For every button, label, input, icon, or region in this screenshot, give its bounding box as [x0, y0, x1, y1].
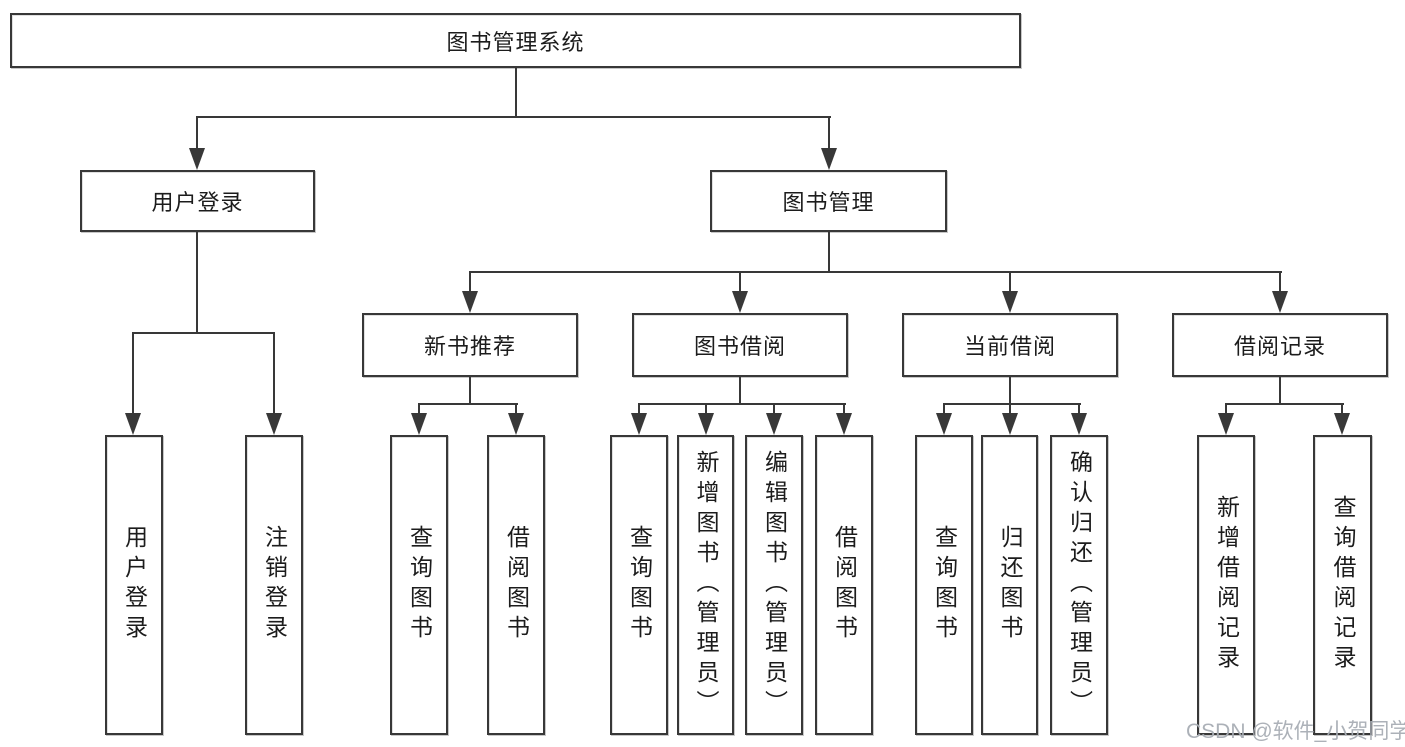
node-label: 借阅记录 — [1233, 334, 1326, 359]
node-label: 新增借阅记录 — [1213, 495, 1240, 675]
node-label: 查询借阅记录 — [1330, 495, 1356, 675]
leaf-edit-book-admin: 编辑图书（管理员） — [745, 435, 803, 735]
connector-line — [418, 403, 518, 405]
arrowhead-down-icon — [1071, 413, 1087, 435]
node-borrowing-records: 借阅记录 — [1172, 313, 1388, 377]
leaf-add-book-admin: 新增图书（管理员） — [677, 435, 734, 735]
node-label: 借阅图书 — [831, 525, 858, 645]
connector-line — [1279, 271, 1281, 293]
arrowhead-down-icon — [766, 413, 782, 435]
leaf-add-borrow-record: 新增借阅记录 — [1197, 435, 1255, 735]
node-label: 用户登录 — [121, 525, 148, 645]
connector-line — [843, 403, 845, 414]
arrowhead-down-icon — [936, 413, 952, 435]
leaf-query-books-current: 查询图书 — [915, 435, 973, 735]
connector-line — [828, 232, 830, 273]
node-label: 新书推荐 — [423, 334, 516, 359]
connector-line — [943, 403, 945, 414]
leaf-query-borrow-record: 查询借阅记录 — [1313, 435, 1372, 735]
connector-line — [132, 332, 134, 414]
connector-line — [132, 332, 275, 334]
leaf-return-books: 归还图书 — [981, 435, 1038, 735]
node-label: 用户登录 — [151, 190, 244, 215]
connector-line — [196, 116, 831, 118]
connector-line — [828, 116, 830, 150]
connector-line — [515, 403, 517, 414]
leaf-query-books-recommendation: 查询图书 — [390, 435, 448, 735]
node-label: 新增图书（管理员） — [693, 450, 719, 720]
connector-line — [1009, 271, 1011, 293]
leaf-borrow-books-recommendation: 借阅图书 — [487, 435, 545, 735]
node-new-book-recommendation: 新书推荐 — [362, 313, 578, 377]
node-book-borrowing: 图书借阅 — [632, 313, 848, 377]
connector-line — [273, 332, 275, 414]
connector-line — [196, 232, 198, 333]
arrowhead-down-icon — [266, 413, 282, 435]
connector-line — [638, 403, 640, 414]
arrowhead-down-icon — [1334, 413, 1350, 435]
connector-line — [418, 403, 420, 414]
node-label: 注销登录 — [261, 525, 288, 645]
node-library-management-system: 图书管理系统 — [10, 13, 1021, 68]
node-user-login-group: 用户登录 — [80, 170, 315, 232]
arrowhead-down-icon — [411, 413, 427, 435]
leaf-confirm-return-admin: 确认归还（管理员） — [1050, 435, 1108, 735]
connector-line — [469, 271, 471, 293]
node-label: 图书借阅 — [693, 334, 786, 359]
connector-line — [705, 403, 707, 414]
node-label: 图书管理 — [782, 190, 875, 215]
connector-line — [739, 377, 741, 404]
arrowhead-down-icon — [836, 413, 852, 435]
arrowhead-down-icon — [698, 413, 714, 435]
connector-line — [638, 403, 846, 405]
node-book-management: 图书管理 — [710, 170, 947, 232]
node-current-borrowing: 当前借阅 — [902, 313, 1118, 377]
connector-line — [773, 403, 775, 414]
leaf-query-books-borrowing: 查询图书 — [610, 435, 668, 735]
leaf-user-login: 用户登录 — [105, 435, 163, 735]
connector-line — [469, 271, 1282, 273]
node-label: 借阅图书 — [503, 525, 530, 645]
leaf-logout: 注销登录 — [245, 435, 303, 735]
arrowhead-down-icon — [1002, 413, 1018, 435]
connector-line — [1279, 377, 1281, 404]
node-label: 查询图书 — [626, 525, 653, 645]
arrowhead-down-icon — [631, 413, 647, 435]
arrowhead-down-icon — [1218, 413, 1234, 435]
arrowhead-down-icon — [1272, 291, 1288, 313]
arrowhead-down-icon — [821, 148, 837, 170]
arrowhead-down-icon — [462, 291, 478, 313]
node-label: 编辑图书（管理员） — [761, 450, 788, 720]
arrowhead-down-icon — [1002, 291, 1018, 313]
arrowhead-down-icon — [125, 413, 141, 435]
node-label: 图书管理系统 — [446, 29, 585, 55]
arrowhead-down-icon — [508, 413, 524, 435]
connector-line — [1225, 403, 1227, 414]
connector-line — [1009, 403, 1011, 414]
leaf-borrow-books-borrowing: 借阅图书 — [815, 435, 873, 735]
node-label: 查询图书 — [406, 525, 433, 645]
node-label: 归还图书 — [997, 525, 1023, 645]
csdn-watermark: CSDN @软件_小贺同学 — [1186, 720, 1405, 743]
connector-line — [1341, 403, 1343, 414]
node-label: 当前借阅 — [963, 334, 1056, 359]
connector-line — [1009, 377, 1011, 404]
arrowhead-down-icon — [732, 291, 748, 313]
connector-line — [1078, 403, 1080, 414]
arrowhead-down-icon — [189, 148, 205, 170]
node-label: 确认归还（管理员） — [1066, 450, 1093, 720]
connector-line — [469, 377, 471, 404]
connector-line — [943, 403, 1081, 405]
connector-line — [515, 68, 517, 118]
connector-line — [739, 271, 741, 293]
connector-line — [196, 116, 198, 150]
connector-line — [1225, 403, 1344, 405]
node-label: 查询图书 — [931, 525, 958, 645]
